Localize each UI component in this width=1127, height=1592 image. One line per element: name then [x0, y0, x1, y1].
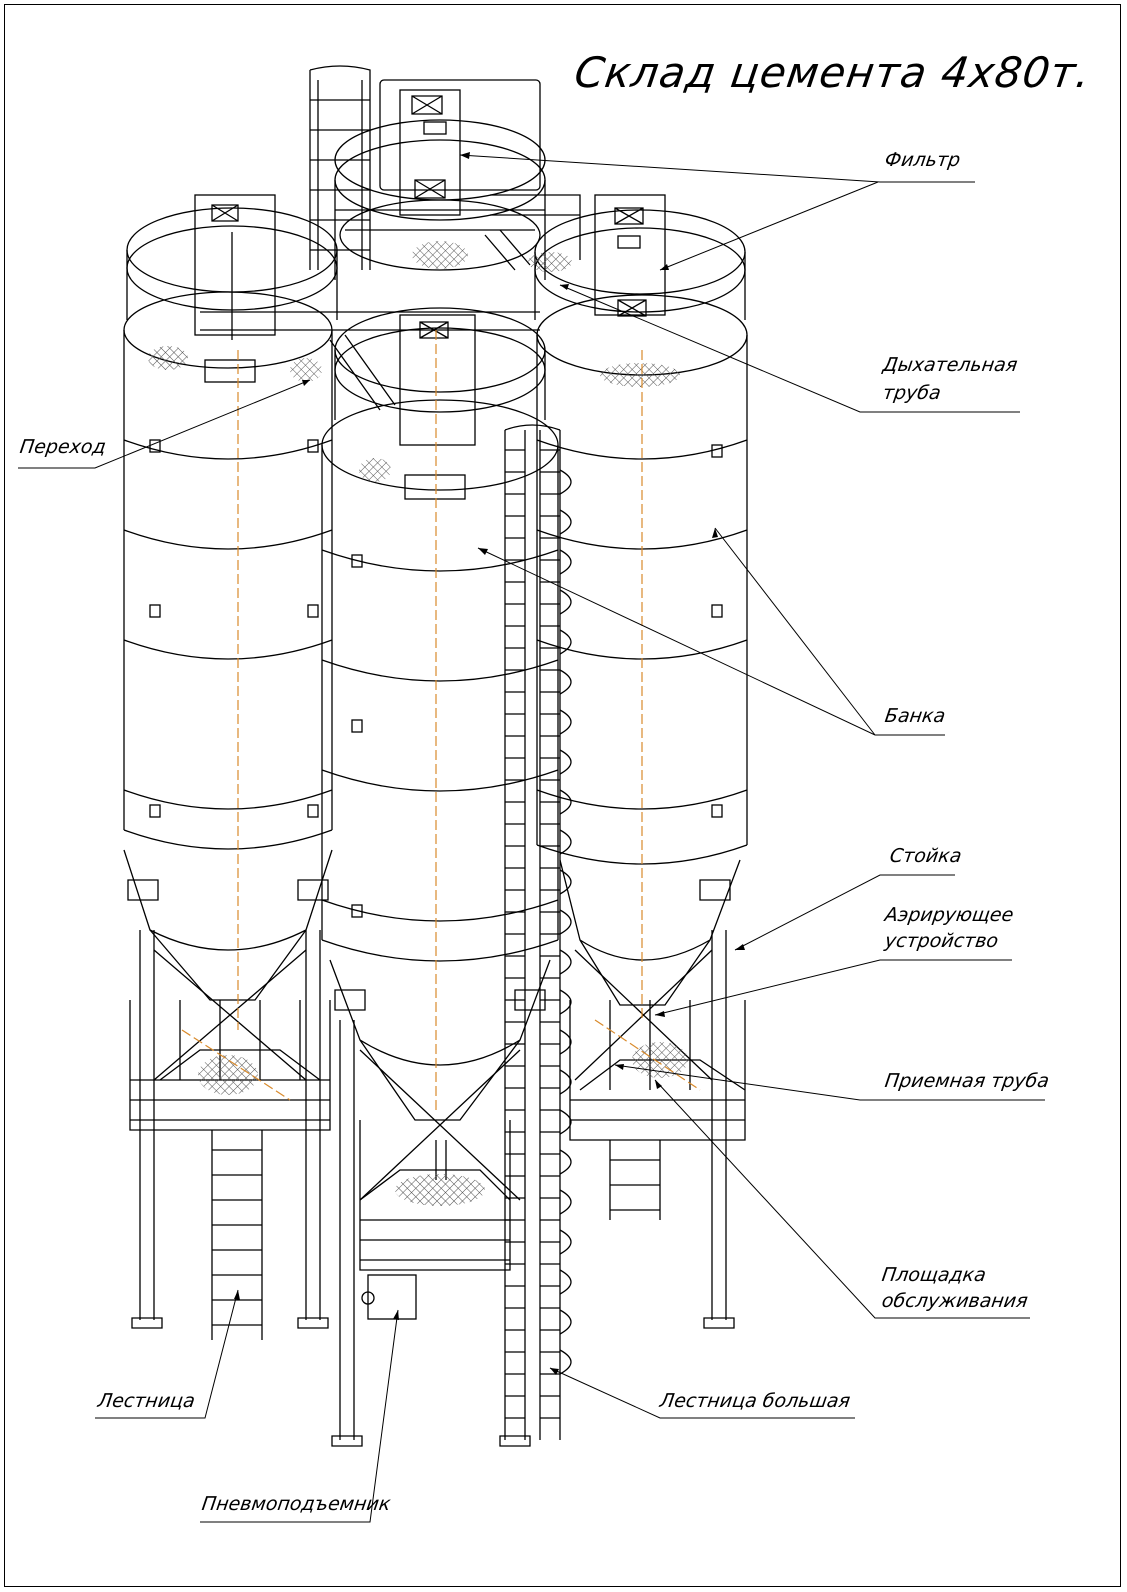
- mesh-patches: [148, 241, 688, 1206]
- silo-left: [123, 194, 338, 1340]
- label-stand: Стойка: [888, 845, 963, 867]
- label-filter: Фильтр: [883, 149, 962, 171]
- label-aerator-line1: Аэрирующее: [883, 904, 1015, 926]
- silo-right: [534, 194, 748, 1329]
- ladder-cage-hoops: [559, 469, 572, 1375]
- label-aerator-line2: устройство: [883, 930, 1000, 952]
- arrowheads: [234, 152, 745, 1375]
- big-ladder-rungs: [505, 449, 560, 1419]
- walkways: [200, 194, 581, 411]
- label-ladder: Лестница: [96, 1390, 197, 1412]
- leader-lines: [18, 154, 1045, 1523]
- drawing-title: Склад цемента 4x80т.: [571, 48, 1094, 97]
- label-platform-line1: Площадка: [880, 1264, 988, 1286]
- silo-front: [321, 307, 559, 1447]
- ladder-back-cage: [309, 65, 371, 270]
- big-ladder: [499, 424, 561, 1447]
- label-breather-line1: Дыхательная: [881, 354, 1019, 376]
- label-intake-pipe: Приемная труба: [883, 1070, 1051, 1092]
- center-axes: [181, 330, 701, 1110]
- label-pneumolift: Пневмоподъемник: [200, 1493, 392, 1515]
- label-platform-line2: обслуживания: [880, 1290, 1030, 1312]
- label-big-ladder: Лестница большая: [658, 1390, 852, 1412]
- label-transition: Переход: [18, 436, 108, 458]
- label-breather-line2: труба: [881, 382, 943, 404]
- silo-back: [334, 79, 546, 280]
- label-tank: Банка: [883, 705, 947, 727]
- drawing-frame: [4, 4, 1121, 1587]
